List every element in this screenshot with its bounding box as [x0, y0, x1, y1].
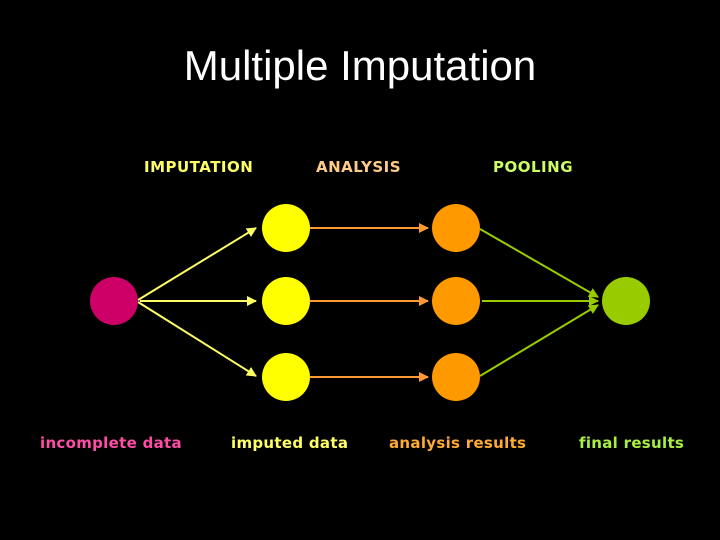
stage-label-pooling: POOLING — [493, 158, 574, 176]
imputed-data-node-2 — [262, 277, 310, 325]
arrow-analysis-to-final-3 — [479, 304, 599, 377]
arrow-incomplete-to-imputed-3 — [137, 301, 257, 377]
imputed-data-node-1 — [262, 204, 310, 252]
caption-incomplete-data: incomplete data — [40, 434, 182, 452]
final-results-node — [602, 277, 650, 325]
caption-analysis-results: analysis results — [389, 434, 527, 452]
arrow-analysis-to-final-1 — [479, 228, 599, 298]
caption-imputed-data: imputed data — [231, 434, 349, 452]
stage-label-imputation: IMPUTATION — [144, 158, 254, 176]
analysis-result-node-2 — [432, 277, 480, 325]
slide-title: Multiple Imputation — [183, 42, 537, 89]
analysis-result-node-3 — [432, 353, 480, 401]
incomplete-data-node — [90, 277, 138, 325]
stage-label-analysis: ANALYSIS — [316, 158, 402, 176]
arrow-incomplete-to-imputed-1 — [137, 227, 257, 301]
caption-final-results: final results — [579, 434, 685, 452]
imputed-data-node-3 — [262, 353, 310, 401]
analysis-result-node-1 — [432, 204, 480, 252]
